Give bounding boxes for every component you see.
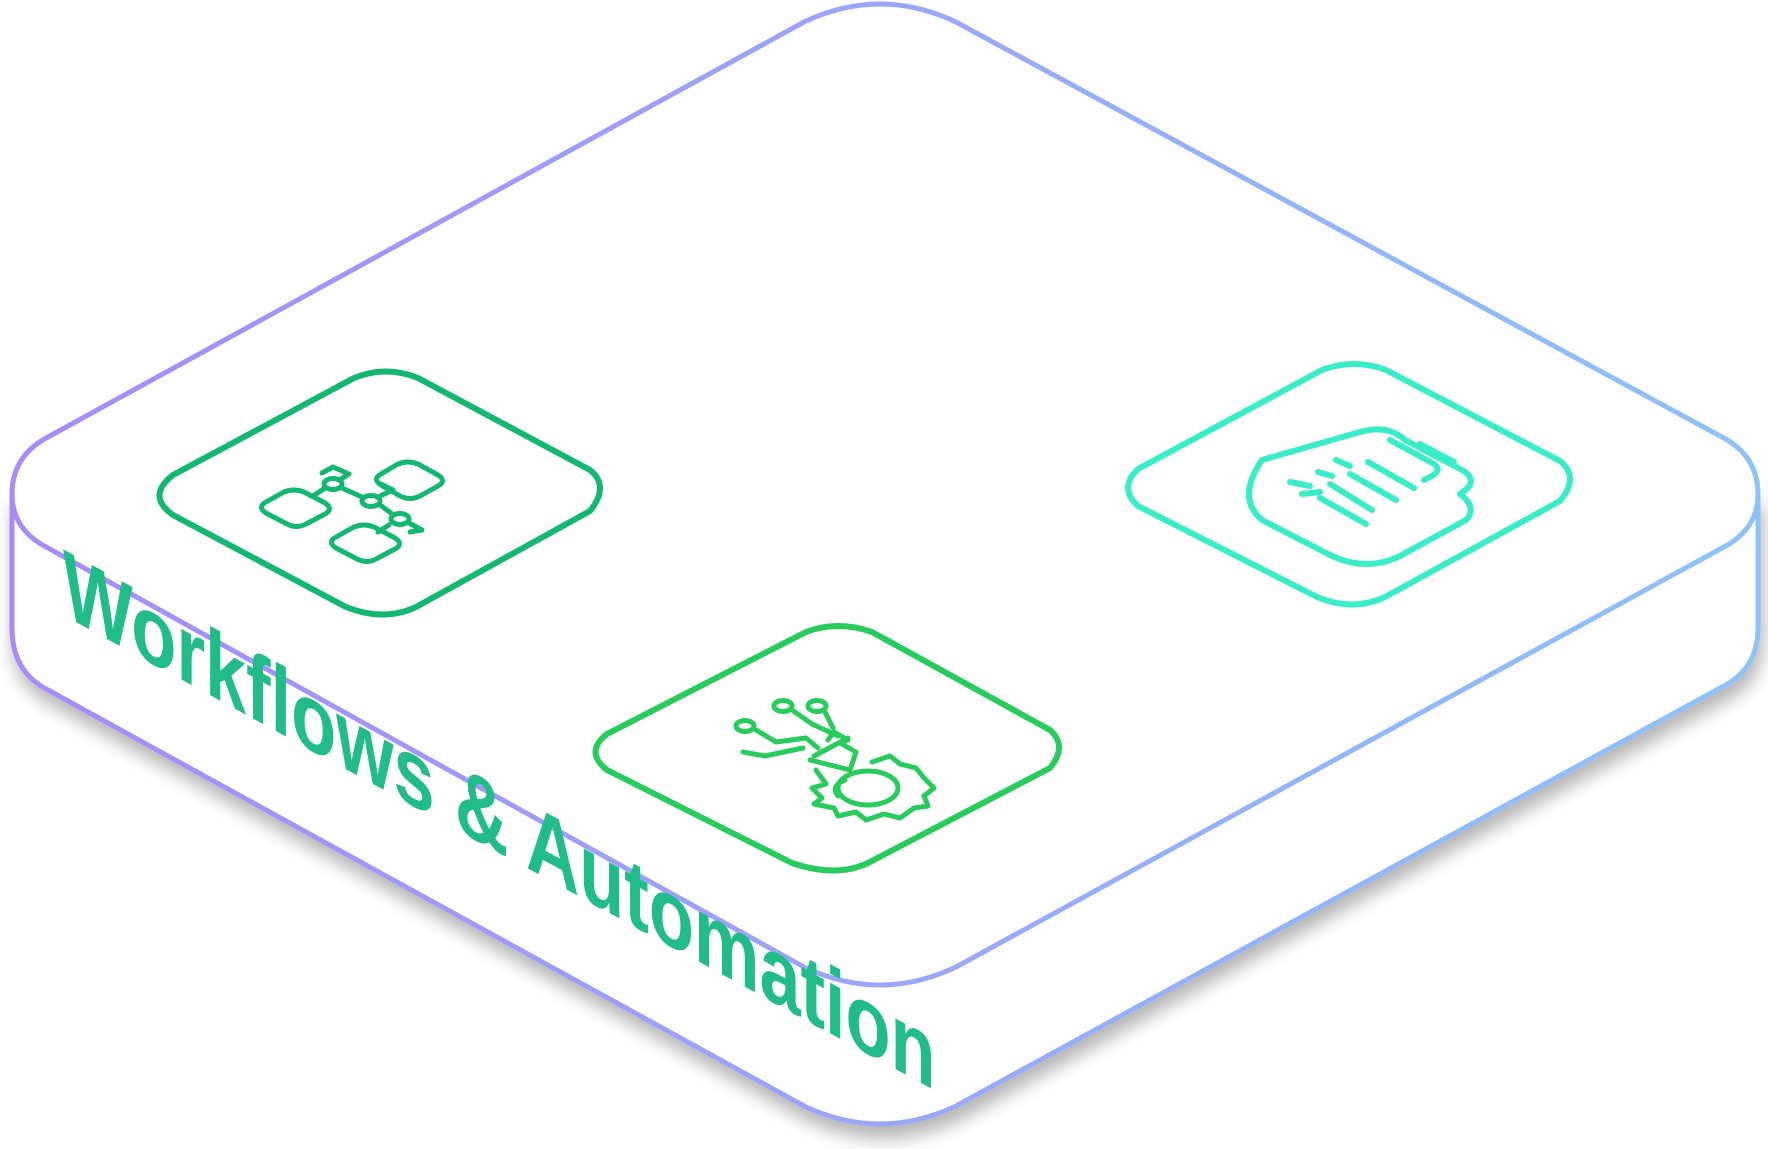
cursor-gear-icon xyxy=(733,698,937,823)
document-list-icon xyxy=(1246,426,1474,567)
tile-workflow[interactable] xyxy=(156,368,603,618)
flowchart-icon xyxy=(259,459,445,564)
tile-automation[interactable] xyxy=(592,623,1062,874)
platform-top xyxy=(9,1,1761,988)
tile-document[interactable] xyxy=(1125,361,1573,608)
